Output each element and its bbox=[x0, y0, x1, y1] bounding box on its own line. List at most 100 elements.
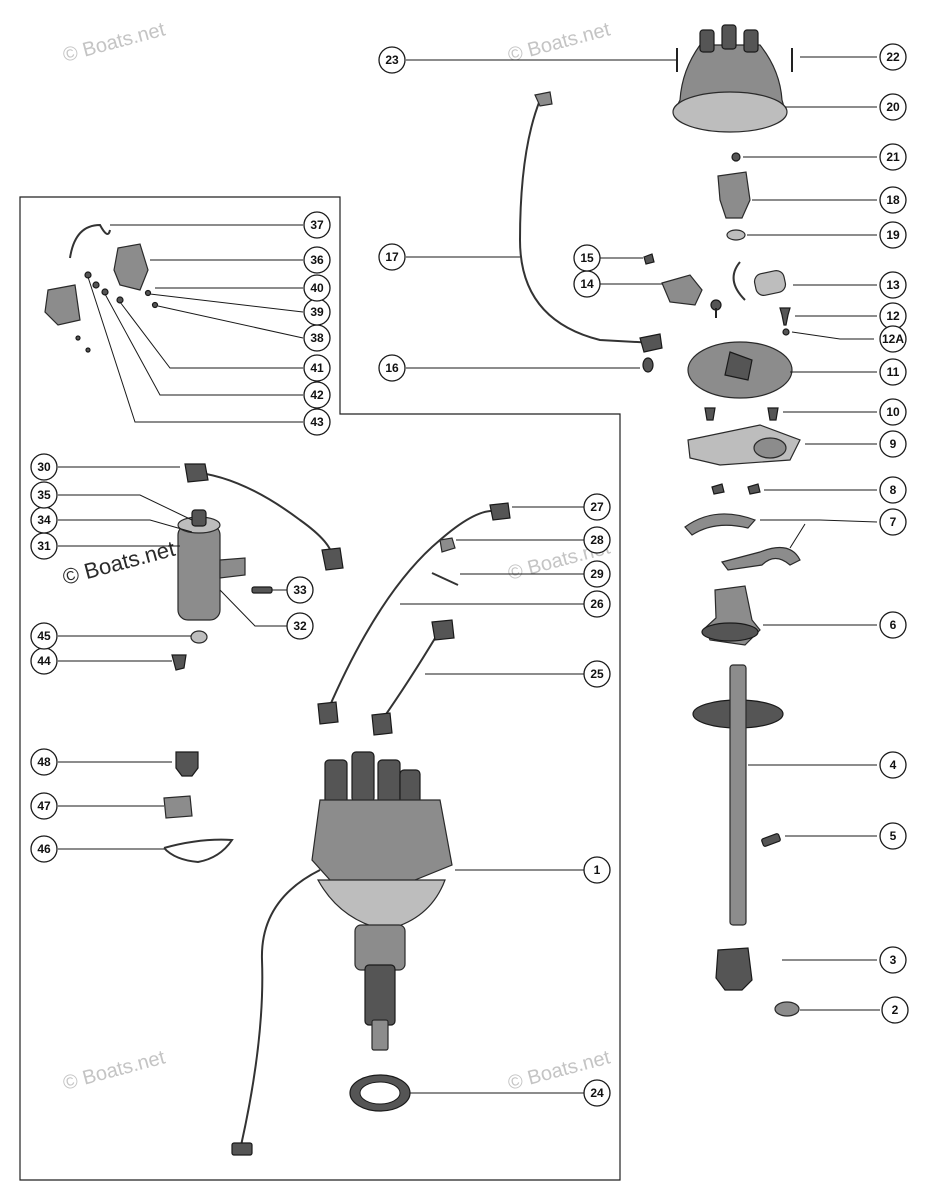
callout-circle bbox=[30, 622, 58, 650]
callout-circle bbox=[573, 244, 601, 272]
callout-circle bbox=[303, 211, 331, 239]
callout-41: 41 bbox=[303, 354, 331, 382]
callout-circle bbox=[30, 748, 58, 776]
callout-number: 6 bbox=[890, 618, 897, 632]
callout-circle bbox=[30, 481, 58, 509]
callout-29: 29 bbox=[583, 560, 611, 588]
watermark: © Boats.net bbox=[61, 18, 168, 66]
callout-circle bbox=[583, 660, 611, 688]
callout-circle bbox=[378, 46, 406, 74]
callout-1: 1 bbox=[583, 856, 611, 884]
callout-33: 33 bbox=[286, 576, 314, 604]
callout-38: 38 bbox=[303, 324, 331, 352]
callout-11: 11 bbox=[879, 358, 907, 386]
callout-number: 43 bbox=[310, 415, 324, 429]
callout-number: 30 bbox=[37, 460, 51, 474]
group-frame bbox=[19, 196, 621, 1181]
callout-32: 32 bbox=[286, 612, 314, 640]
watermark: © Boats.net bbox=[60, 536, 178, 590]
callout-44: 44 bbox=[30, 647, 58, 675]
callout-circle bbox=[879, 93, 907, 121]
callout-31: 31 bbox=[30, 532, 58, 560]
callout-number: 48 bbox=[37, 755, 51, 769]
callout-10: 10 bbox=[879, 398, 907, 426]
callout-number: 12A bbox=[882, 332, 904, 346]
callout-40: 40 bbox=[303, 274, 331, 302]
callout-circle bbox=[583, 1079, 611, 1107]
callout-43: 43 bbox=[303, 408, 331, 436]
callout-number: 1 bbox=[594, 863, 601, 877]
callout-number: 44 bbox=[37, 654, 51, 668]
callout-circle bbox=[879, 143, 907, 171]
callout-13: 13 bbox=[879, 271, 907, 299]
callout-circle bbox=[583, 560, 611, 588]
callout-circle bbox=[879, 751, 907, 779]
distributor-part bbox=[311, 751, 453, 1051]
callout-number: 4 bbox=[890, 758, 897, 772]
callout-number: 13 bbox=[886, 278, 900, 292]
callout-number: 41 bbox=[310, 361, 324, 375]
callout-number: 9 bbox=[890, 437, 897, 451]
callout-16: 16 bbox=[378, 354, 406, 382]
callout-circle bbox=[583, 493, 611, 521]
callout-number: 40 bbox=[310, 281, 324, 295]
callout-45: 45 bbox=[30, 622, 58, 650]
callout-39: 39 bbox=[303, 298, 331, 326]
callout-circle bbox=[286, 576, 314, 604]
callout-number: 12 bbox=[886, 309, 900, 323]
callout-number: 34 bbox=[37, 513, 51, 527]
callout-23: 23 bbox=[378, 46, 406, 74]
callout-12: 12 bbox=[879, 302, 907, 330]
callout-number: 19 bbox=[886, 228, 900, 242]
callout-circle bbox=[30, 792, 58, 820]
callouts: 12345678910111212A1314151617181920212223… bbox=[30, 43, 909, 1107]
callout-circle bbox=[286, 612, 314, 640]
callout-number: 26 bbox=[590, 597, 604, 611]
callout-circle bbox=[303, 246, 331, 274]
callout-number: 18 bbox=[886, 193, 900, 207]
callout-42: 42 bbox=[303, 381, 331, 409]
leader-lines bbox=[58, 56, 880, 1094]
callout-number: 45 bbox=[37, 629, 51, 643]
callout-6: 6 bbox=[879, 611, 907, 639]
callout-26: 26 bbox=[583, 590, 611, 618]
callout-number: 10 bbox=[886, 405, 900, 419]
parts bbox=[44, 24, 801, 1156]
callout-circle bbox=[879, 43, 907, 71]
callout-36: 36 bbox=[303, 246, 331, 274]
callout-22: 22 bbox=[879, 43, 907, 71]
callout-48: 48 bbox=[30, 748, 58, 776]
callout-circle bbox=[879, 430, 907, 458]
callout-19: 19 bbox=[879, 221, 907, 249]
callout-number: 28 bbox=[590, 533, 604, 547]
callout-circle bbox=[303, 274, 331, 302]
callout-number: 11 bbox=[887, 365, 900, 379]
callout-number: 32 bbox=[293, 619, 307, 633]
callout-number: 24 bbox=[590, 1086, 604, 1100]
callout-number: 22 bbox=[886, 50, 900, 64]
callout-number: 14 bbox=[580, 277, 594, 291]
callout-number: 37 bbox=[310, 218, 324, 232]
callout-number: 46 bbox=[37, 842, 51, 856]
callout-4: 4 bbox=[879, 751, 907, 779]
callout-number: 36 bbox=[310, 253, 324, 267]
callout-number: 16 bbox=[385, 361, 399, 375]
callout-number: 31 bbox=[37, 539, 51, 553]
callout-circle bbox=[30, 453, 58, 481]
callout-25: 25 bbox=[583, 660, 611, 688]
callout-5: 5 bbox=[879, 822, 907, 850]
callout-17: 17 bbox=[378, 243, 406, 271]
callout-circle bbox=[378, 243, 406, 271]
callout-24: 24 bbox=[583, 1079, 611, 1107]
callout-circle bbox=[879, 186, 907, 214]
callout-number: 5 bbox=[890, 829, 897, 843]
callout-number: 33 bbox=[293, 583, 307, 597]
callout-15: 15 bbox=[573, 244, 601, 272]
callout-20: 20 bbox=[879, 93, 907, 121]
callout-circle bbox=[879, 271, 907, 299]
callout-12a: 12A bbox=[879, 325, 907, 353]
callout-circle bbox=[879, 398, 907, 426]
callout-number: 39 bbox=[310, 305, 324, 319]
callout-number: 3 bbox=[890, 953, 897, 967]
callout-14: 14 bbox=[573, 270, 601, 298]
